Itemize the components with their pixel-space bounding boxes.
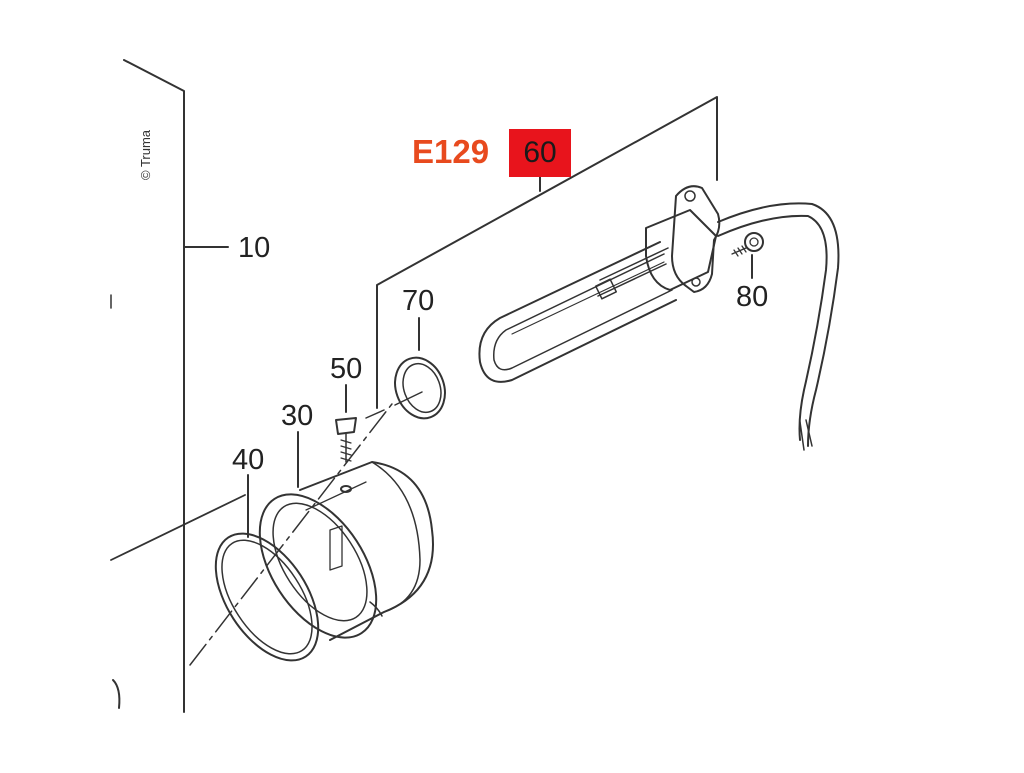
heating-element-60 (478, 185, 721, 383)
copyright-text: © Truma (138, 129, 153, 180)
screw-50 (335, 417, 357, 463)
part-60-highlight-box (509, 129, 571, 177)
leader-60-frame (376, 96, 718, 409)
part-label-30: 30 (281, 400, 314, 432)
error-code-label: E129 (412, 133, 490, 170)
o-ring-40 (214, 532, 320, 662)
gasket-70 (394, 356, 446, 420)
part-label-10: 10 (238, 232, 271, 264)
part-label-70: 70 (402, 285, 435, 317)
power-cable (717, 202, 840, 451)
part-60-label: 60 (523, 136, 557, 169)
screw-80 (731, 232, 764, 257)
part-label-40: 40 (232, 444, 265, 476)
housing-wall (110, 59, 246, 713)
part-label-80: 80 (736, 281, 769, 313)
part-label-50: 50 (330, 353, 363, 385)
center-axis (189, 399, 396, 666)
flange-sleeve-30 (258, 461, 434, 641)
